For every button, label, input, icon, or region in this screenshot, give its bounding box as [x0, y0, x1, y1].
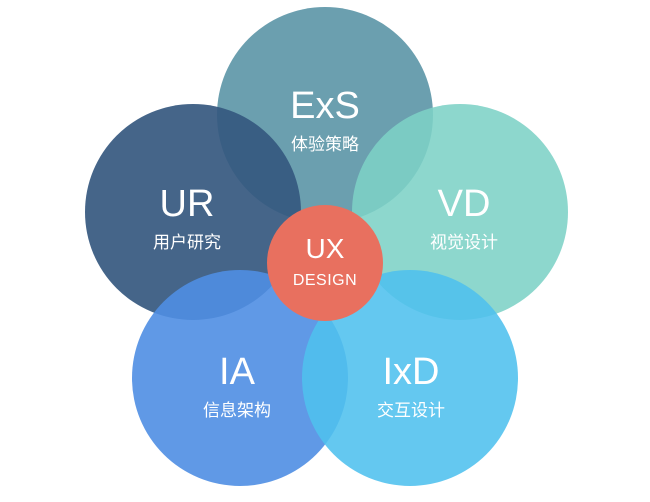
center-title: UX — [306, 233, 345, 264]
petal-vd-label: 视觉设计 — [430, 233, 498, 253]
center-subtitle: DESIGN — [293, 272, 357, 289]
petal-ia-abbr: IA — [219, 351, 256, 393]
petal-ia-label: 信息架构 — [203, 401, 271, 421]
petal-exs-abbr: ExS — [290, 85, 360, 127]
circle-ixd — [302, 270, 518, 486]
circle-ia — [132, 270, 348, 486]
petal-ixd-abbr: IxD — [383, 351, 440, 393]
petal-circles — [85, 7, 568, 486]
petal-vd-abbr: VD — [438, 183, 491, 225]
petal-exs-label: 体验策略 — [291, 135, 359, 155]
petal-ur-abbr: UR — [160, 183, 215, 225]
circle-ur — [85, 104, 301, 320]
circle-center — [267, 205, 383, 321]
petal-ur-label: 用户研究 — [153, 233, 221, 253]
petal-ixd-label: 交互设计 — [377, 401, 445, 421]
circle-vd — [352, 104, 568, 320]
